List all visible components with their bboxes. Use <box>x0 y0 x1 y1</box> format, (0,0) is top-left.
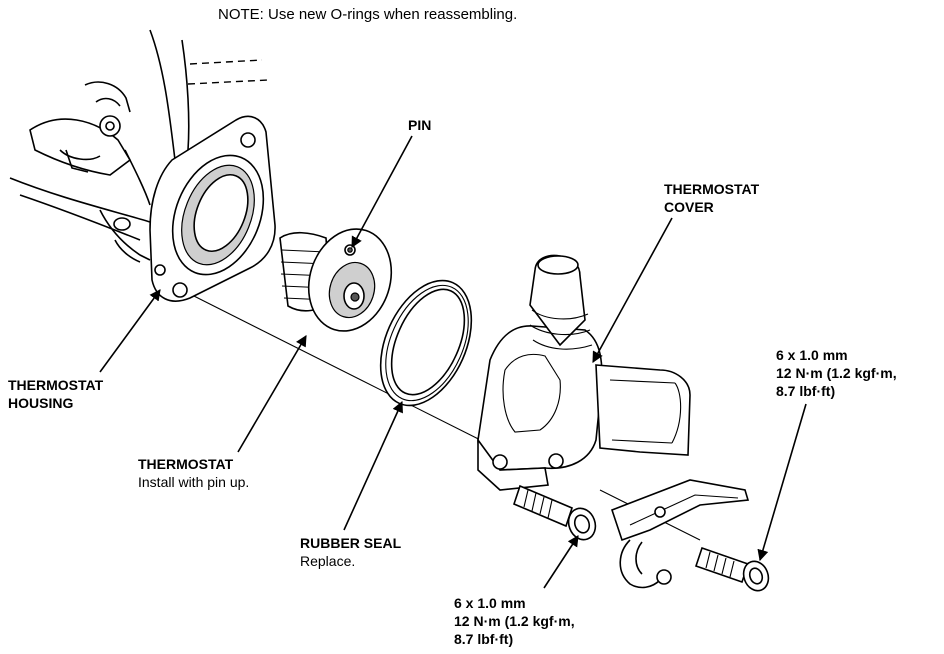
leader-bolt-right <box>757 403 807 562</box>
label-bolt-right-line3: 8.7 lbf·ft) <box>776 383 836 399</box>
label-thermostat-note: Install with pin up. <box>138 474 250 490</box>
label-rubber-seal-title: RUBBER SEAL <box>300 535 402 551</box>
label-bolt-bottom-line1: 6 x 1.0 mm <box>454 595 526 611</box>
thermostat <box>279 228 393 332</box>
leader-bolt-bottom <box>543 535 579 589</box>
bolt-right <box>694 546 770 592</box>
leader-rubber-seal <box>343 400 403 531</box>
label-bolt-bottom-line2: 12 N·m (1.2 kgf·m, <box>454 613 575 629</box>
leader-lines <box>99 135 807 589</box>
note-text: NOTE: Use new O-rings when reassembling. <box>218 6 518 23</box>
thermostat-cover <box>477 254 691 491</box>
leader-thermostat <box>237 335 307 453</box>
label-thermostat-cover-line1: THERMOSTAT <box>664 181 760 197</box>
leader-pin <box>351 135 413 248</box>
leader-thermostat-cover <box>592 217 673 363</box>
label-rubber-seal-note: Replace. <box>300 553 356 569</box>
rubber-seal <box>379 279 473 407</box>
leader-thermostat-housing <box>99 289 161 373</box>
label-pin: PIN <box>408 117 432 133</box>
label-bolt-right-line2: 12 N·m (1.2 kgf·m, <box>776 365 897 381</box>
bolt-bottom <box>513 484 597 541</box>
label-thermostat-title: THERMOSTAT <box>138 456 234 472</box>
label-thermostat-housing-line2: HOUSING <box>8 395 74 411</box>
label-bolt-bottom-line3: 8.7 lbf·ft) <box>454 631 514 647</box>
label-thermostat-housing-line1: THERMOSTAT <box>8 377 104 393</box>
label-bolt-right-line1: 6 x 1.0 mm <box>776 347 848 363</box>
label-thermostat-cover-line2: COVER <box>664 199 714 215</box>
engine-block <box>9 29 269 263</box>
bracket-clip <box>610 479 750 589</box>
thermostat-housing <box>149 115 276 302</box>
